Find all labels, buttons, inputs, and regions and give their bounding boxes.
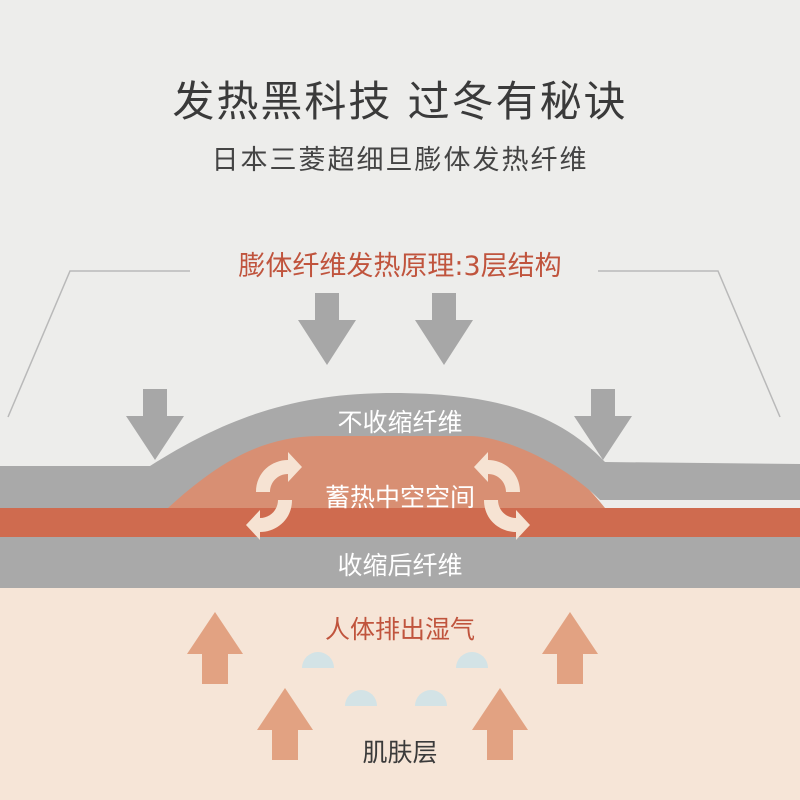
principle-title: 膨体纤维发热原理:3层结构 bbox=[238, 251, 562, 282]
skin-label: 肌肤层 bbox=[362, 738, 438, 767]
down-arrow-icon bbox=[298, 293, 356, 365]
down-arrow-icon bbox=[126, 389, 184, 460]
down-arrow-icon bbox=[574, 389, 632, 460]
circulation-arrows-icon bbox=[484, 500, 530, 540]
bracket-line-right bbox=[598, 270, 781, 418]
up-arrow-icon bbox=[257, 688, 313, 760]
up-arrow-icon bbox=[542, 612, 598, 684]
up-arrow-icon bbox=[472, 688, 528, 760]
up-arrow-icon bbox=[187, 612, 243, 684]
down-arrow-icon bbox=[415, 293, 473, 365]
moisture-drop-icon bbox=[456, 652, 488, 668]
heat-stripe bbox=[0, 508, 800, 537]
page-title: 发热黑科技 过冬有秘诀 bbox=[172, 77, 628, 126]
skin-layer bbox=[0, 588, 800, 800]
page-subtitle: 日本三菱超细旦膨体发热纤维 bbox=[211, 145, 589, 176]
outer-fiber-layer bbox=[0, 393, 800, 508]
heat-chamber-label: 蓄热中空空间 bbox=[324, 483, 475, 512]
circulation-arrows-icon bbox=[474, 452, 520, 492]
moisture-drop-icon bbox=[415, 690, 447, 706]
circulation-arrows-icon bbox=[246, 500, 292, 540]
inner-fiber-layer bbox=[0, 537, 800, 588]
outer-fiber-label: 不收缩纤维 bbox=[337, 408, 463, 437]
moisture-drop-icon bbox=[302, 652, 334, 668]
circulation-arrows-icon bbox=[256, 452, 302, 492]
bracket-line-left bbox=[7, 270, 190, 418]
moisture-label: 人体排出湿气 bbox=[324, 615, 475, 644]
inner-fiber-label: 收缩后纤维 bbox=[337, 551, 463, 580]
moisture-drop-icon bbox=[345, 690, 377, 706]
